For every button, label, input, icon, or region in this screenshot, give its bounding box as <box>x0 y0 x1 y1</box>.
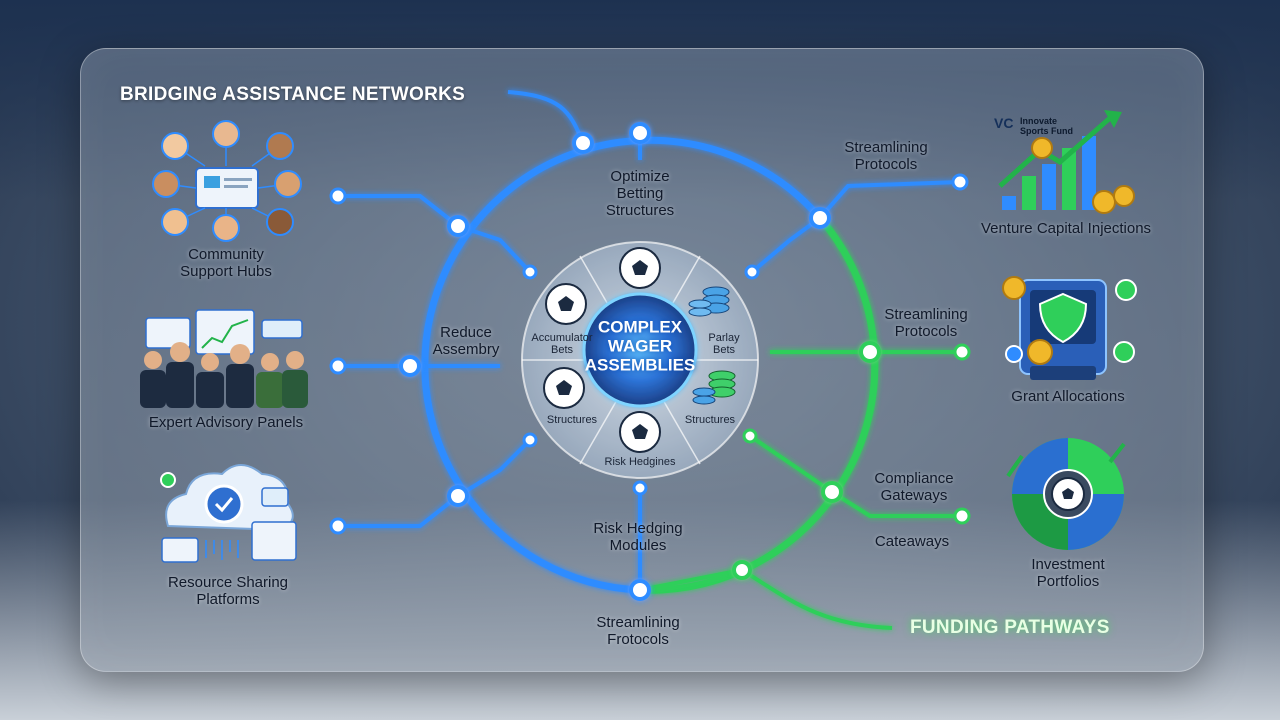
label-line: Community <box>188 246 264 263</box>
growth-chart-icon <box>998 110 1135 214</box>
ring-green-arc <box>639 215 879 594</box>
soccer-ball-icon <box>619 411 661 453</box>
vc-logo: VC <box>994 115 1014 131</box>
label-line: Gateways <box>880 487 948 504</box>
investment-pie-icon <box>1006 438 1126 550</box>
segment-structures-left: Structures <box>546 414 598 426</box>
ring-nodes <box>329 122 971 601</box>
label-risk-modules: Risk Hedging Modules <box>593 520 682 554</box>
soccer-ball-icon <box>545 283 587 325</box>
segment-label: Parlay <box>708 332 740 344</box>
label-line: Platforms <box>196 591 260 608</box>
label-line: Structures <box>605 202 675 219</box>
label-resource-platforms: Resource Sharing Platforms <box>168 574 288 608</box>
soccer-ball-icon <box>619 247 661 289</box>
label-cateaways: Cateaways <box>874 533 950 550</box>
label-line: Investment <box>1031 556 1105 573</box>
vc-fund-name: Innovate Sports Fund <box>1020 116 1073 136</box>
segment-label: Bets <box>550 344 574 356</box>
label-line: Betting <box>616 185 664 202</box>
blue-connectors <box>338 90 961 590</box>
segment-risk: Risk Hedgines <box>604 456 676 468</box>
coin-stack-icon <box>688 286 730 317</box>
label-line: Support Hubs <box>180 263 272 280</box>
label-community-hubs: Community Support Hubs <box>180 246 272 280</box>
label-line: Protocols <box>894 323 958 340</box>
hub-title-line: WAGER <box>607 336 673 356</box>
label-line: Compliance <box>874 470 954 487</box>
segment-label: Bets <box>712 344 735 356</box>
community-network-icon <box>152 120 302 242</box>
label-line: Frotocols <box>607 631 669 648</box>
shield-dollar-icon <box>1002 276 1137 380</box>
label-line: Protocols <box>854 156 918 173</box>
hub-title: COMPLEX WAGER ASSEMBLIES <box>585 318 696 375</box>
label-line: Streamlining <box>884 306 968 323</box>
label-line: Streamlining <box>844 139 928 156</box>
heading-funding-pathways: FUNDING PATHWAYS <box>910 617 1110 638</box>
label-streamlining-mid: Streamlining Protocols <box>884 306 967 340</box>
segment-label: Accumulator <box>531 332 593 344</box>
hub-core <box>582 292 698 408</box>
label-line: Sports Fund <box>1020 126 1073 136</box>
label-line: Assembry <box>432 341 500 358</box>
label-line: Innovate <box>1020 116 1058 126</box>
ring-blue-arc <box>421 136 823 594</box>
label-compliance: Compliance Gateways <box>874 470 953 504</box>
segment-accumulator: Accumulator Bets <box>531 332 592 356</box>
label-venture-capital: Venture Capital Injections <box>980 220 1152 237</box>
label-grant-allocations: Grant Allocations <box>1011 388 1125 405</box>
heading-bridging-networks: BRIDGING ASSISTANCE NETWORKS <box>120 84 466 105</box>
label-expert-panels: Expert Advisory Panels <box>148 414 304 431</box>
hub-title-line: ASSEMBLIES <box>584 355 696 375</box>
label-line: Resource Sharing <box>167 574 289 591</box>
label-streamlining-top: Streamlining Protocols <box>844 139 927 173</box>
label-line: Modules <box>609 537 667 554</box>
label-line: Streamlining <box>596 614 680 631</box>
label-reduce: Reduce Assembry <box>433 324 500 358</box>
green-connectors <box>639 350 962 630</box>
expert-panel-icon <box>140 309 308 408</box>
label-optimize: Optimize Betting Structures <box>606 168 674 219</box>
coin-stack-icon <box>692 370 736 405</box>
label-line: Reduce <box>440 324 492 341</box>
label-line: Portfolios <box>1036 573 1100 590</box>
segment-structures-right: Structures <box>684 414 736 426</box>
soccer-ball-icon <box>543 367 585 409</box>
cloud-sharing-icon <box>160 464 297 563</box>
label-streamlining-bottom: Streamlining Frotocols <box>596 614 679 648</box>
hub-title-line: COMPLEX <box>597 317 683 337</box>
segment-parlay: Parlay Bets <box>708 332 739 356</box>
label-line: Risk Hedging <box>593 520 683 537</box>
label-investment-portfolios: Investment Portfolios <box>1031 556 1104 590</box>
label-line: Optimize <box>610 168 670 185</box>
